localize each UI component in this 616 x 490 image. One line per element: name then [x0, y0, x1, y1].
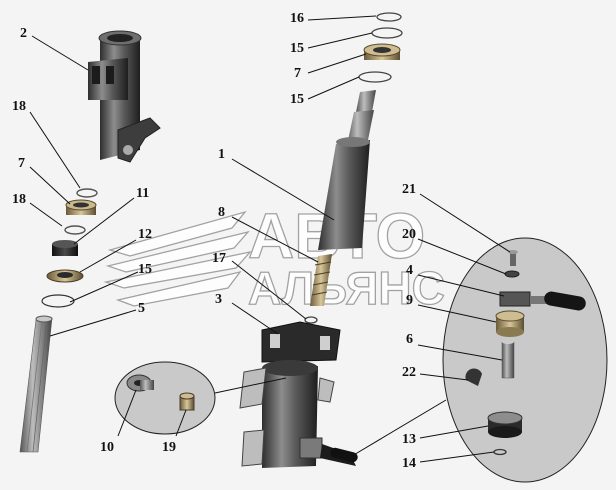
part-22-key: [465, 368, 482, 386]
part-7-bearing-left: [65, 199, 97, 215]
label-3: 3: [215, 292, 222, 307]
fastener-group-outline: [114, 361, 216, 435]
label-19: 19: [162, 440, 176, 455]
label-17: 17: [212, 251, 226, 266]
label-18-lower: 18: [12, 192, 26, 207]
part-1-shaft: [318, 90, 376, 250]
watermark: АВТО АЛЬЯНС: [103, 199, 446, 315]
part-5-splined-shaft: [19, 315, 53, 453]
label-14: 14: [402, 456, 416, 471]
part-19-nut: [179, 392, 195, 411]
part-6-pin: [501, 340, 515, 379]
part-13-gear: [487, 411, 523, 438]
label-5: 5: [138, 301, 145, 316]
part-2-housing: [88, 30, 161, 163]
label-1: 1: [218, 147, 225, 162]
label-20: 20: [402, 227, 416, 242]
label-10: 10: [100, 440, 114, 455]
leader-lines: [29, 15, 511, 463]
label-6: 6: [406, 332, 413, 347]
label-9: 9: [406, 293, 413, 308]
part-15-ring-top: [371, 27, 403, 39]
label-2: 2: [20, 26, 27, 41]
part-7-bearing-top: [363, 43, 401, 60]
label-8: 8: [218, 205, 225, 220]
label-15-left: 15: [138, 262, 152, 277]
part-15-ring-mid: [358, 71, 392, 83]
label-15-mid: 15: [290, 92, 304, 107]
part-20-nut: [504, 270, 520, 278]
label-7-top: 7: [294, 66, 301, 81]
part-18-ring-lower: [64, 225, 86, 235]
label-22: 22: [402, 365, 416, 380]
part-8-worm: [310, 254, 332, 306]
part-16-ring: [376, 12, 402, 22]
part-21-bolt: [508, 250, 518, 266]
label-18-upper: 18: [12, 99, 26, 114]
label-15-top: 15: [290, 41, 304, 56]
callout-labels: 2 18 7 18 11 12 15 5 16 15 7 15 1 8 17 3…: [12, 11, 416, 471]
part-15-ring-left: [41, 294, 75, 308]
label-12: 12: [138, 227, 152, 242]
part-4-lever: [499, 291, 586, 311]
label-21: 21: [402, 182, 416, 197]
part-17-ring: [304, 316, 318, 324]
part-18-ring-upper: [76, 188, 98, 198]
part-9-gear: [495, 310, 525, 337]
label-13: 13: [402, 432, 416, 447]
label-4: 4: [406, 263, 413, 278]
label-7-left: 7: [18, 156, 25, 171]
label-16: 16: [290, 11, 304, 26]
assembly-group-outline: [442, 237, 608, 483]
part-10-bolt: [126, 374, 154, 392]
label-11: 11: [136, 186, 149, 201]
part-11-bushing: [52, 240, 78, 256]
watermark-line2: АЛЬЯНС: [248, 262, 445, 314]
part-3-lower-housing: [239, 321, 358, 468]
part-12-washer: [46, 269, 84, 283]
watermark-logo-icon: [103, 210, 252, 307]
